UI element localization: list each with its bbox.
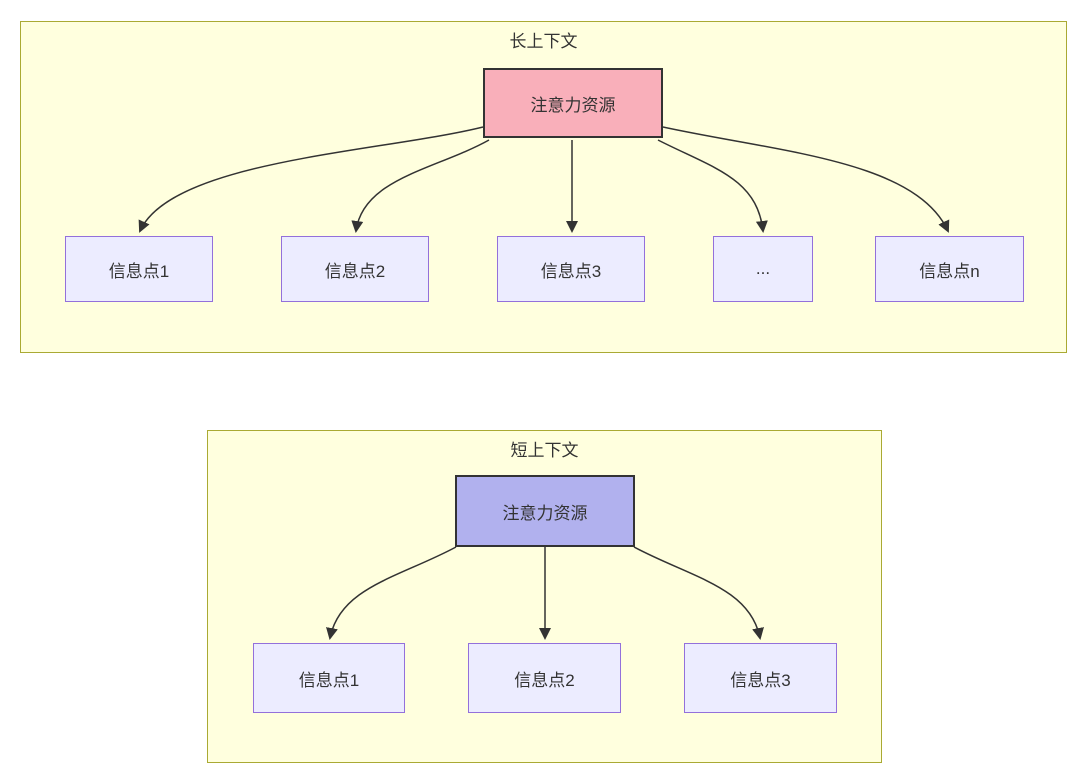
long-info-label-3: 信息点3 bbox=[540, 261, 602, 281]
short-info-label-3: 信息点3 bbox=[730, 670, 791, 690]
short-context-title: 短上下文 bbox=[510, 441, 579, 460]
long-info-label-dots: ... bbox=[755, 259, 771, 278]
short-info-node-3: 信息点3 bbox=[684, 643, 837, 713]
short-info-label-1: 信息点1 bbox=[298, 670, 360, 690]
long-info-node-1: 信息点1 bbox=[65, 236, 213, 302]
short-info-node-1: 信息点1 bbox=[253, 643, 405, 713]
long-context-title: 长上下文 bbox=[509, 32, 578, 51]
short-attention-label: 注意力资源 bbox=[502, 503, 588, 523]
long-info-node-dots: ... bbox=[713, 236, 813, 302]
long-info-node-n: 信息点n bbox=[875, 236, 1024, 302]
long-info-label-n: 信息点n bbox=[919, 261, 980, 281]
short-info-node-2: 信息点2 bbox=[468, 643, 621, 713]
long-info-node-2: 信息点2 bbox=[281, 236, 429, 302]
long-attention-label: 注意力资源 bbox=[530, 95, 616, 115]
short-attention-node: 注意力资源 bbox=[455, 475, 635, 547]
long-info-label-1: 信息点1 bbox=[108, 261, 170, 281]
long-info-node-3: 信息点3 bbox=[497, 236, 645, 302]
long-attention-node: 注意力资源 bbox=[483, 68, 663, 138]
long-info-label-2: 信息点2 bbox=[324, 261, 386, 281]
short-info-label-2: 信息点2 bbox=[514, 670, 575, 690]
